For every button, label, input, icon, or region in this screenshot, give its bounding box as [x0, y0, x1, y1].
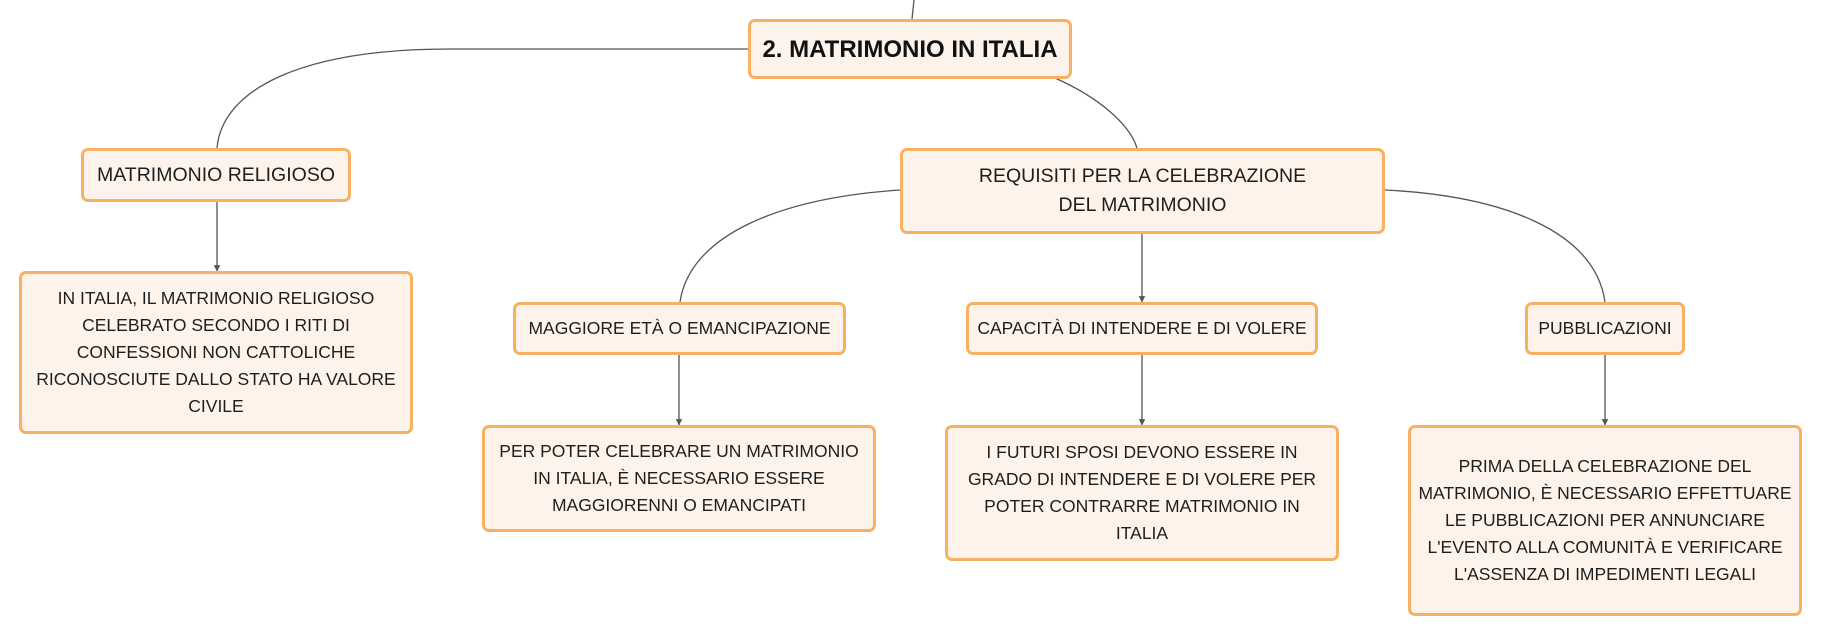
connector-root-to-religioso — [216, 48, 748, 149]
connector-root-to-requisiti — [1054, 77, 1138, 149]
religioso-detail-text: IN ITALIA, IL MATRIMONIO RELIGIOSO CELEB… — [36, 288, 396, 416]
eta-detail-node[interactable]: PER POTER CELEBRARE UN MATRIMONIO IN ITA… — [482, 425, 876, 532]
religioso-detail-node[interactable]: IN ITALIA, IL MATRIMONIO RELIGIOSO CELEB… — [19, 271, 413, 434]
capacita-detail-node[interactable]: I FUTURI SPOSI DEVONO ESSERE IN GRADO DI… — [945, 425, 1339, 561]
religioso-label: MATRIMONIO RELIGIOSO — [97, 163, 335, 186]
eta-node[interactable]: MAGGIORE ETÀ O EMANCIPAZIONE — [513, 302, 846, 355]
requisiti-node[interactable]: REQUISITI PER LA CELEBRAZIONE DEL MATRIM… — [900, 148, 1385, 234]
connector-requisiti-to-pubblicazioni — [1384, 189, 1606, 303]
pubblicazioni-detail-node[interactable]: PRIMA DELLA CELEBRAZIONE DEL MATRIMONIO,… — [1408, 425, 1802, 616]
root-label: 2. MATRIMONIO IN ITALIA — [762, 35, 1058, 63]
pubblicazioni-label: PUBBLICAZIONI — [1538, 318, 1672, 338]
connector-requisiti-to-eta — [679, 189, 901, 303]
religioso-node[interactable]: MATRIMONIO RELIGIOSO — [81, 148, 351, 202]
eta-detail-text: PER POTER CELEBRARE UN MATRIMONIO IN ITA… — [499, 441, 859, 515]
connector-parent-to-root — [911, 0, 915, 20]
root-node[interactable]: 2. MATRIMONIO IN ITALIA — [748, 19, 1072, 79]
pubblicazioni-node[interactable]: PUBBLICAZIONI — [1525, 302, 1685, 355]
requisiti-label: REQUISITI PER LA CELEBRAZIONE DEL MATRIM… — [978, 165, 1307, 216]
pubblicazioni-detail-text: PRIMA DELLA CELEBRAZIONE DEL MATRIMONIO,… — [1418, 456, 1792, 584]
capacita-label: CAPACITÀ DI INTENDERE E DI VOLERE — [977, 318, 1307, 338]
capacita-detail-text: I FUTURI SPOSI DEVONO ESSERE IN GRADO DI… — [967, 442, 1317, 543]
capacita-node[interactable]: CAPACITÀ DI INTENDERE E DI VOLERE — [966, 302, 1318, 355]
eta-label: MAGGIORE ETÀ O EMANCIPAZIONE — [528, 318, 831, 338]
